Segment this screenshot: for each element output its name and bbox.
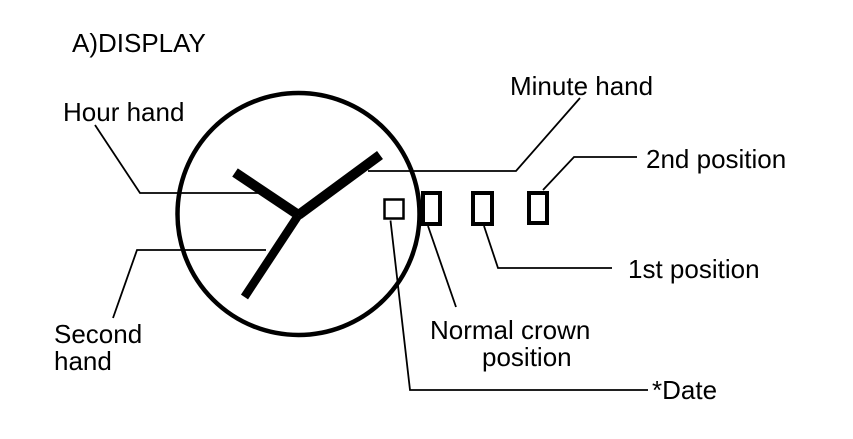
label-hour-hand: Hour hand [63, 97, 185, 127]
minute-hand [295, 150, 383, 220]
date-window [383, 198, 405, 220]
label-second-hand: Second hand [54, 321, 142, 375]
hour-hand [232, 168, 302, 220]
label-normal-crown-line2: position [482, 342, 572, 372]
first-position-leader-line [483, 225, 612, 269]
crown-position-2nd [527, 191, 549, 225]
label-1st-position: 1st position [628, 254, 760, 284]
normal-crown-leader-line [427, 225, 457, 308]
label-date: *Date [652, 375, 718, 405]
second-hand-leader-line [112, 249, 266, 319]
hour-hand-leader-line [94, 124, 261, 194]
label-normal-crown-position: Normal crown position [430, 317, 590, 371]
label-normal-crown-line1: Normal crown [430, 315, 591, 345]
minute-hand-leader-line [368, 97, 581, 172]
label-second-hand-line1: Second [54, 319, 143, 349]
label-minute-hand: Minute hand [510, 71, 654, 101]
label-2nd-position: 2nd position [646, 144, 787, 174]
label-second-hand-line2: hand [54, 346, 112, 376]
second-hand [240, 212, 303, 300]
date-leader-line [389, 220, 648, 391]
page-title: A)DISPLAY [72, 28, 206, 58]
watch-case-circle [175, 90, 422, 338]
second-position-leader-line [542, 156, 637, 191]
crown-position-1st [471, 191, 494, 226]
crown-position-normal [421, 191, 442, 226]
